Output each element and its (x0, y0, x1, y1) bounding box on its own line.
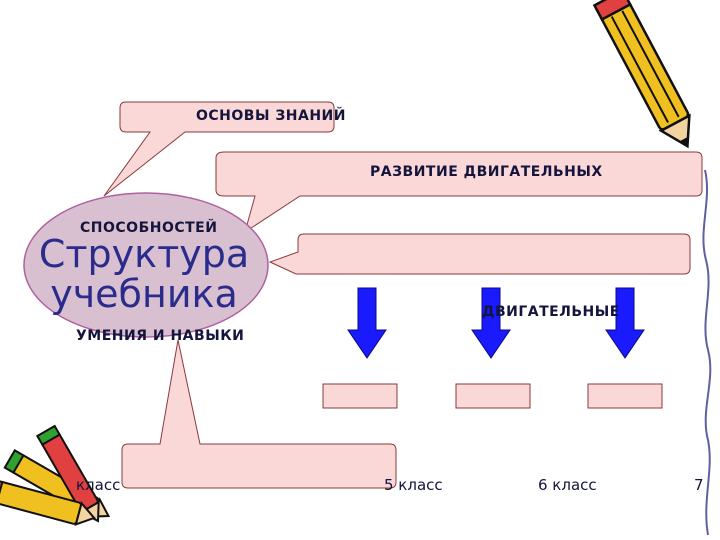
pencil-icon (592, 0, 691, 149)
center-title-line2: учебника (50, 272, 238, 316)
pencils-icon (0, 424, 111, 527)
right-wavy-border (702, 169, 712, 536)
label-knowledge: ОСНОВЫ ЗНАНИЙ (196, 108, 346, 124)
callout-bottom-box (121, 339, 397, 489)
callout-motor-box (215, 151, 703, 234)
grade-label-7: 7 (694, 476, 704, 494)
center-ellipse (23, 192, 269, 338)
grade-box-left (322, 383, 398, 409)
grade-label-5: 5 класс (384, 476, 443, 494)
callout-motor-skills-box (268, 233, 691, 275)
grade-label-6: 6 класс (538, 476, 597, 494)
grade-label-1: класс (76, 476, 121, 494)
arrow-down-middle (471, 287, 511, 359)
center-title-line1: Структура (38, 232, 250, 276)
callout-knowledge-box (103, 101, 335, 197)
arrow-down-left (347, 287, 387, 359)
label-motor-line1: РАЗВИТИЕ ДВИГАТЕЛЬНЫХ (370, 164, 603, 180)
label-motor-line2: СПОСОБНОСТЕЙ (80, 220, 218, 236)
arrow-down-right (605, 287, 645, 359)
label-skills: УМЕНИЯ И НАВЫКИ (76, 328, 245, 344)
grade-box-right (587, 383, 663, 409)
label-motor-skills: ДВИГАТЕЛЬНЫЕ (482, 304, 620, 320)
grade-box-middle (455, 383, 531, 409)
